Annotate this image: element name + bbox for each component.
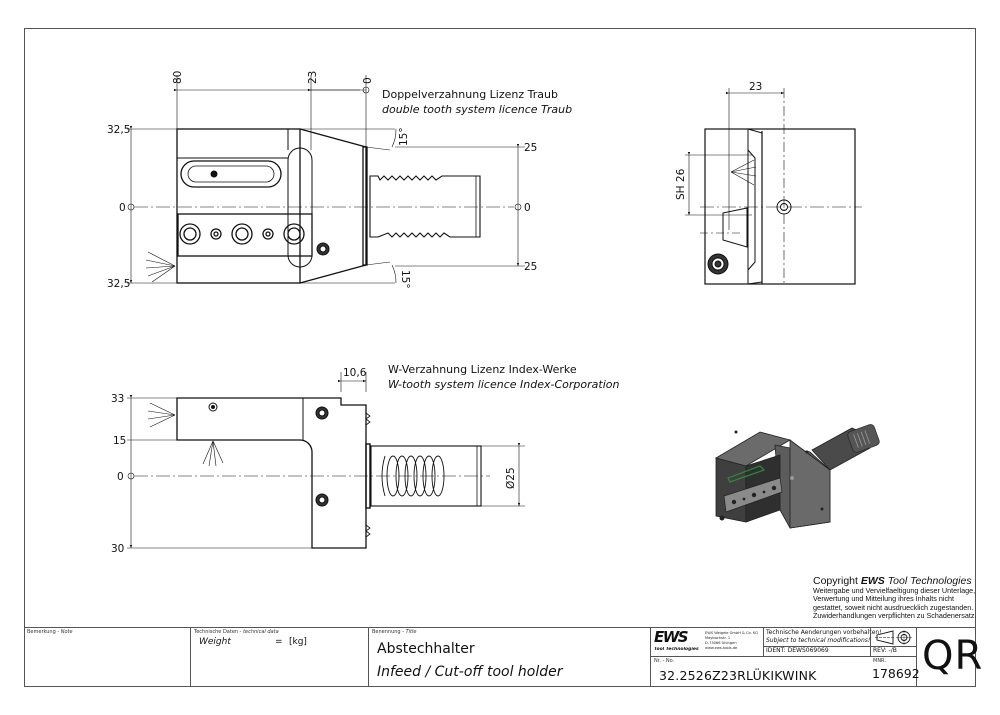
qr-code-label: QR xyxy=(922,633,984,679)
rev-value: -/B xyxy=(888,647,897,654)
copyright-notice: Copyright EWS Tool Technologies Weiterga… xyxy=(813,575,977,621)
modification-notice: Technische Aenderungen vorbehalten! Subj… xyxy=(766,629,882,645)
dim-0-right: 0 xyxy=(524,202,531,214)
technical-data-label: Technische Daten - technical data xyxy=(194,629,279,635)
copyright-line: Verwertung und Mitteilung ihres Inhalts … xyxy=(813,594,955,604)
dim-30: 30 xyxy=(111,543,124,555)
copyright-heading: Copyright EWS Tool Technologies xyxy=(813,575,973,587)
isometric-render xyxy=(714,424,880,529)
copyright-suffix: Tool Technologies xyxy=(884,575,972,587)
title-english: Infeed / Cut-off tool holder xyxy=(377,664,563,680)
logo-subtitle: Tool Technologies xyxy=(654,647,699,652)
note-double-tooth-de: Doppelverzahnung Lizenz Traub xyxy=(382,88,558,101)
note-cell: Bemerkung - Note xyxy=(24,628,191,686)
dim-0: 0 xyxy=(362,77,374,84)
title-label-en: Title xyxy=(405,629,417,635)
dim-33: 33 xyxy=(111,393,124,405)
address-line: D-73066 Uhingen xyxy=(705,641,737,645)
ews-logo: EWS xyxy=(654,629,702,646)
notice-german: Technische Aenderungen vorbehalten! xyxy=(766,629,882,636)
copyright-brand: EWS xyxy=(860,575,885,587)
divider xyxy=(651,656,917,657)
logo-box: EWS Tool Technologies EWS Weigele GmbH &… xyxy=(651,628,764,656)
copyright-line: Zuwiderhandlungen verpflichten zu Schade… xyxy=(813,611,977,621)
front-view-dimensions: 80 23 0 32,5 0 32,5 25 0 25 15° 15° Dopp… xyxy=(107,71,572,290)
mnr-value: 178692 xyxy=(872,666,920,681)
address-line: EWS Weigele GmbH & Co. KG xyxy=(705,631,759,635)
dim-32-5-bottom: 32,5 xyxy=(107,278,130,290)
rev-label: REV: xyxy=(873,647,887,654)
dim-23-side: 23 xyxy=(749,81,762,93)
dim-diameter-25: Ø25 xyxy=(505,467,517,489)
mnr-label: MNR. xyxy=(873,658,886,664)
divider xyxy=(870,628,871,656)
dim-sh-26: SH 26 xyxy=(675,168,687,200)
note-label: Bemerkung - Note xyxy=(27,629,73,635)
title-german: Abstechhalter xyxy=(377,641,475,657)
dim-23: 23 xyxy=(307,71,319,84)
logo-text: EWS xyxy=(654,629,689,646)
bottom-view xyxy=(127,372,525,549)
company-address: EWS Weigele GmbH & Co. KG Maybachstr. 1 … xyxy=(705,631,761,651)
tech-label-de: Technische Daten - xyxy=(194,629,244,635)
note-double-tooth-en: double tooth system licence Traub xyxy=(382,103,572,116)
dim-0-bottom: 0 xyxy=(117,471,124,483)
note-label-de: Bemerkung - xyxy=(27,629,61,635)
dim-80: 80 xyxy=(172,71,184,84)
rev-field: REV: -/B xyxy=(873,647,897,655)
company-cell: EWS Tool Technologies EWS Weigele GmbH &… xyxy=(651,628,920,686)
title-cell: Benennung - Title Abstechhalter Infeed /… xyxy=(369,628,651,686)
dim-25-bottom: 25 xyxy=(524,261,537,273)
bottom-view-dimensions: 10,6 33 15 0 30 Ø25 W-Verzahnung Lizenz … xyxy=(111,363,619,555)
address-line: www.ews-tools.de xyxy=(705,646,738,650)
dim-32-5-top: 32,5 xyxy=(107,124,130,136)
projection-symbol-icon xyxy=(875,630,912,645)
nr-label: Nr. - No. xyxy=(654,658,675,664)
weight-label: Weight xyxy=(199,637,231,647)
technical-data-cell: Technische Daten - technical data Weight… xyxy=(191,628,369,686)
copyright-line: gestattet, soweit nicht ausdruecklich zu… xyxy=(813,602,974,612)
angle-bottom: 15° xyxy=(399,270,411,289)
title-label-de: Benennung - xyxy=(372,629,406,635)
note-w-tooth-de: W-Verzahnung Lizenz Index-Werke xyxy=(388,363,577,376)
part-number: 32.2526Z23RLÜKIKWINK xyxy=(659,668,817,683)
side-view-dimensions: 23 SH 26 xyxy=(675,81,762,200)
address-line: Maybachstr. 1 xyxy=(705,636,731,640)
tech-label-en: technical data xyxy=(243,629,279,635)
dim-25-top: 25 xyxy=(524,142,537,154)
title-label: Benennung - Title xyxy=(372,629,416,635)
ident-value: DEWS069069 xyxy=(787,647,829,654)
notice-english: Subject to technical modifications! xyxy=(766,637,871,644)
note-w-tooth-en: W-tooth system licence Index-Corporation xyxy=(388,378,619,391)
front-view xyxy=(127,75,525,284)
note-label-en: Note xyxy=(60,629,73,635)
dim-10-6: 10,6 xyxy=(343,367,367,379)
angle-top: 15° xyxy=(398,127,410,146)
side-view xyxy=(685,88,862,285)
ident-field: IDENT: DEWS069069 xyxy=(766,647,829,655)
weight-equals: = xyxy=(275,637,283,647)
drawing-frame xyxy=(24,28,976,687)
qr-cell: QR xyxy=(917,628,982,686)
copyright-line: Weitergabe und Vervielfaeltigung dieser … xyxy=(813,586,976,595)
ident-label: IDENT: xyxy=(766,647,786,654)
weight-unit: [kg] xyxy=(289,637,307,647)
divider xyxy=(763,646,917,647)
dim-15: 15 xyxy=(113,435,126,447)
copyright-prefix: Copyright xyxy=(813,575,861,587)
title-block: Bemerkung - Note Technische Daten - tech… xyxy=(24,627,982,687)
dim-0-left: 0 xyxy=(119,202,126,214)
